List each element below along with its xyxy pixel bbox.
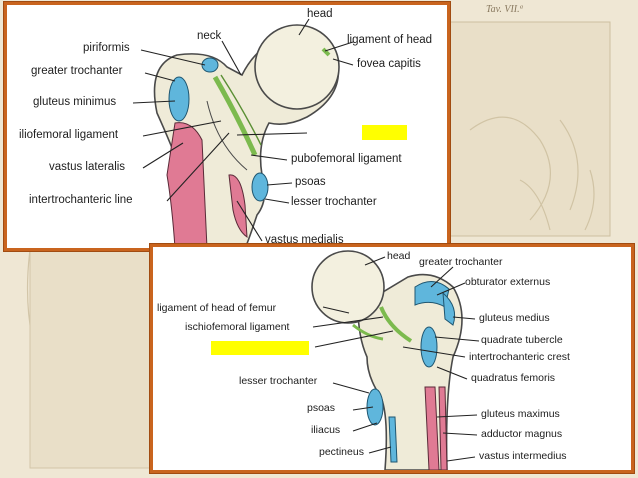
label-greater-trochanter: greater trochanter bbox=[31, 65, 123, 77]
femoral-head bbox=[254, 24, 340, 110]
label-greater-trochanter-posterior: greater trochanter bbox=[419, 256, 503, 268]
fovea-capitis-mark bbox=[321, 47, 331, 57]
pectineus-muscle bbox=[388, 416, 398, 463]
label-iliacus: iliacus bbox=[311, 424, 341, 436]
label-psoas: psoas bbox=[295, 176, 326, 188]
label-ligament-of-head: ligament of head bbox=[347, 34, 433, 46]
label-lesser-trochanter: lesser trochanter bbox=[291, 196, 377, 208]
piriformis-muscle bbox=[201, 57, 219, 73]
label-pubofemoral-ligament: pubofemoral ligament bbox=[291, 153, 402, 165]
anterior-femur-illustration bbox=[132, 18, 354, 248]
gluteus-minimus-muscle bbox=[168, 76, 190, 122]
label-quadrate-tubercle: quadrate tubercle bbox=[481, 334, 563, 346]
plate-number: Tav. VII.ª bbox=[486, 4, 523, 15]
label-psoas-posterior: psoas bbox=[307, 402, 336, 414]
ischiofemoral-ligament bbox=[379, 306, 413, 343]
label-head: head bbox=[307, 8, 333, 20]
label-gluteus-maximus: gluteus maximus bbox=[481, 408, 560, 420]
anterior-femur-panel: head neck ligament of head piriformis fo… bbox=[4, 2, 450, 251]
label-gluteus-medius: gluteus medius bbox=[479, 312, 550, 324]
label-pectineus: pectineus bbox=[319, 446, 364, 458]
label-iliofemoral-ligament: iliofemoral ligament bbox=[19, 129, 119, 141]
label-head-posterior: head bbox=[387, 250, 411, 262]
label-ligament-of-head-of-femur: ligament of head of femur bbox=[157, 302, 277, 314]
label-neck: neck bbox=[197, 30, 222, 42]
label-intertrochanteric-line: intertrochanteric line bbox=[29, 194, 133, 206]
posterior-femur-illustration bbox=[311, 250, 480, 470]
vastus-medialis-muscle bbox=[228, 174, 248, 239]
label-vastus-lateralis: vastus lateralis bbox=[49, 161, 126, 173]
iliofemoral-ligament bbox=[212, 75, 258, 157]
label-lesser-trochanter-posterior: lesser trochanter bbox=[239, 375, 318, 387]
femoral-head-posterior bbox=[311, 250, 385, 324]
psoas-insertion bbox=[251, 172, 269, 202]
posterior-femur-panel: head greater trochanter obturator extern… bbox=[150, 244, 634, 473]
gluteus-medius-muscle bbox=[442, 291, 456, 326]
quadratus-femoris-muscle bbox=[420, 326, 438, 368]
label-fovea-capitis: fovea capitis bbox=[357, 58, 421, 70]
redacted-label-highlight bbox=[362, 125, 407, 140]
label-quadratus-femoris: quadratus femoris bbox=[471, 372, 556, 384]
label-adductor-magnus: adductor magnus bbox=[481, 428, 563, 440]
vastus-lateralis-muscle bbox=[166, 122, 208, 248]
label-piriformis: piriformis bbox=[83, 42, 130, 54]
psoas-iliacus-insertion bbox=[366, 388, 384, 426]
vastus-intermedius-strip bbox=[438, 386, 448, 470]
label-ischiofemoral-ligament: ischiofemoral ligament bbox=[185, 321, 290, 333]
label-obturator-externus: obturator externus bbox=[465, 276, 551, 288]
label-vastus-intermedius: vastus intermedius bbox=[479, 450, 567, 462]
redacted-label-highlight-2 bbox=[211, 341, 309, 355]
gluteus-maximus-insertion bbox=[424, 386, 440, 470]
label-vastus-medialis: vastus medialis bbox=[265, 234, 344, 246]
label-gluteus-minimus: gluteus minimus bbox=[33, 96, 117, 108]
label-intertrochanteric-crest: intertrochanteric crest bbox=[469, 351, 570, 363]
